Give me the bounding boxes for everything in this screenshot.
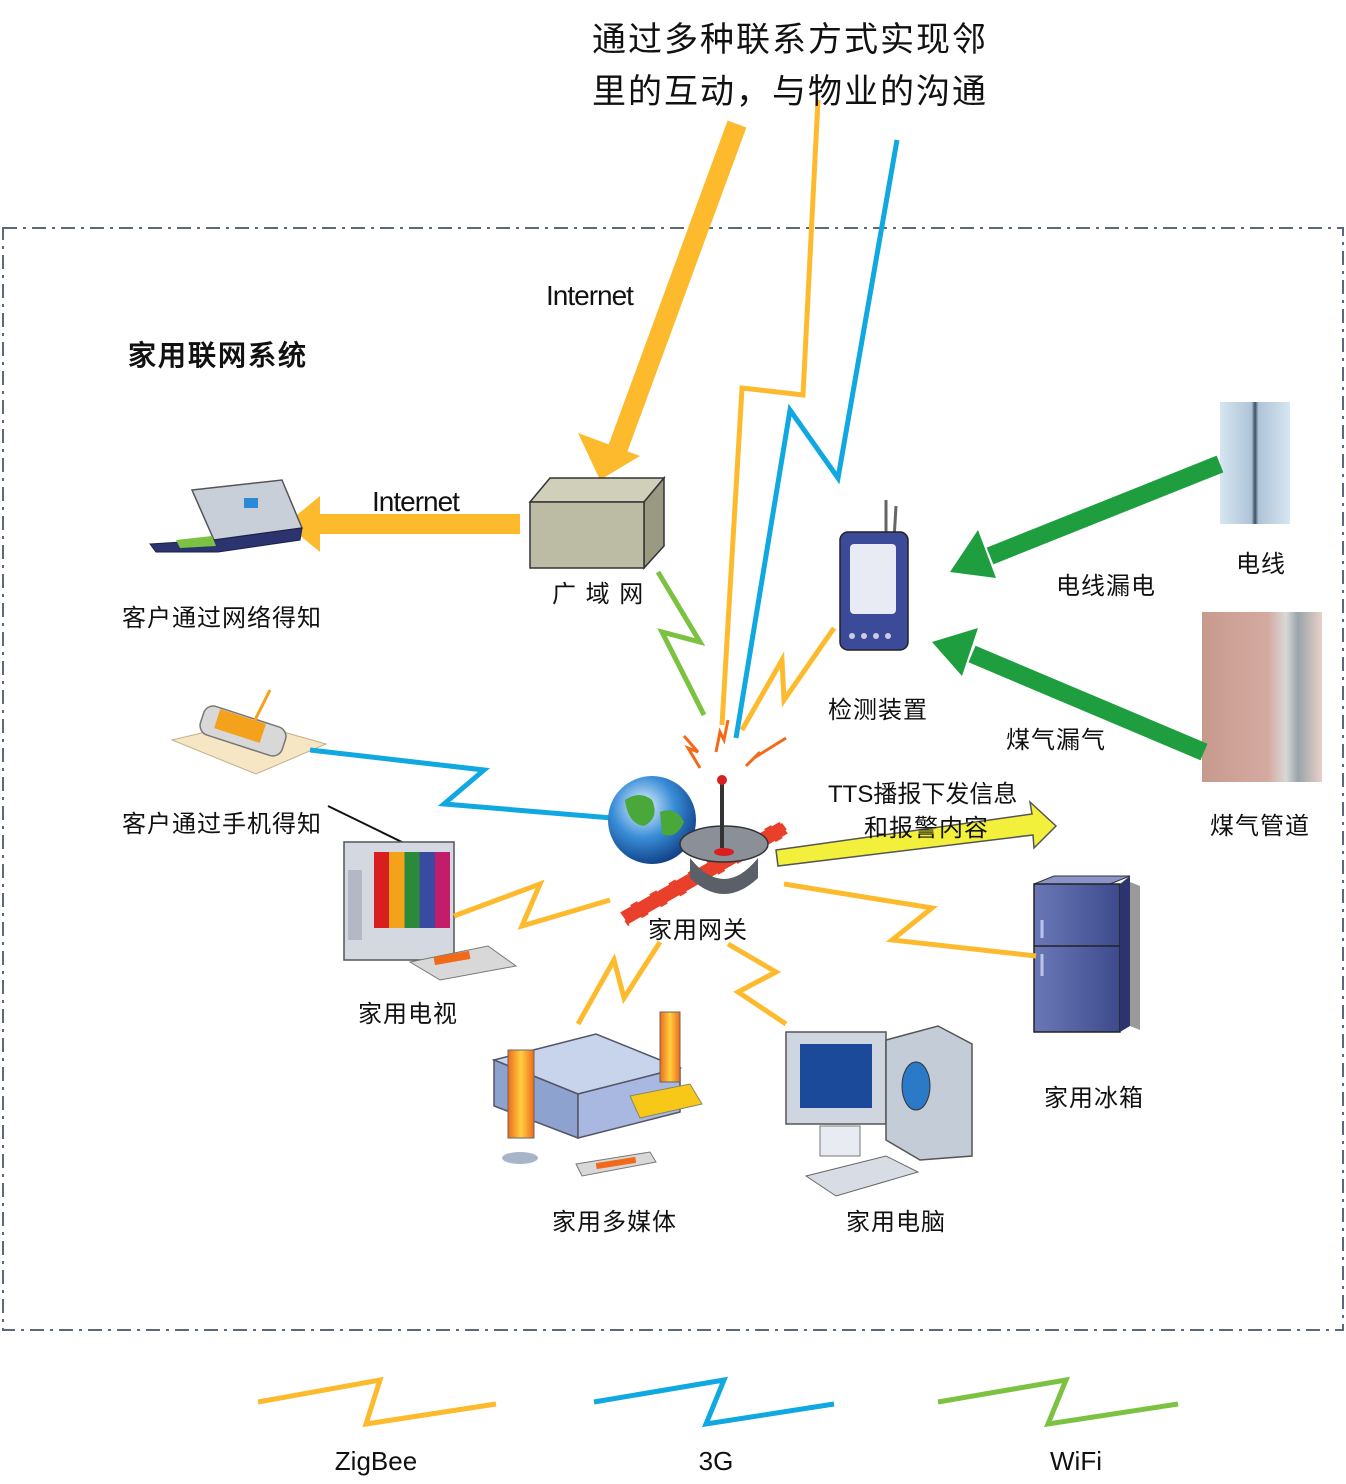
internet-arrow-top [578,120,747,480]
tv-label: 家用电视 [358,1000,458,1028]
multimedia-label: 家用多媒体 [552,1208,677,1236]
legend-threeg-label: 3G [698,1446,734,1476]
wan-label: 广 域 网 [552,580,645,608]
phone-icon [170,689,328,775]
wire-label: 电线 [1236,550,1286,578]
internet-label-left: Internet [372,486,460,517]
tv-icon [343,841,518,981]
detector-label: 检测装置 [828,696,928,724]
tts-arrow [775,799,1058,867]
zigbee-link-tv [453,879,611,930]
fridge-icon [1033,875,1140,1033]
wire-leak-arrow [950,455,1224,578]
wan-box-icon [528,475,666,570]
fridge-label: 家用冰箱 [1044,1084,1144,1112]
tts-label-line-1: TTS播报下发信息 [828,781,1018,808]
threeg-link-title [733,139,900,739]
laptop-client-label: 客户通过网络得知 [122,604,322,632]
tv-antenna-line [327,805,409,846]
multimedia-icon [491,1011,703,1177]
tts-label-line-2: 和报警内容 [864,814,989,842]
legend-zigbee-line [257,1376,497,1428]
threeg-link-phone [309,747,613,821]
zigbee-link-multimedia [575,940,663,1026]
zigbee-link-fridge [783,881,1037,959]
gateway-label: 家用网关 [648,916,748,944]
legend-threeg-line [593,1376,835,1428]
wire-leak-label: 电线漏电 [1056,572,1156,600]
legend-wifi-line [937,1376,1179,1428]
legend-zigbee-label: ZigBee [334,1446,418,1476]
diagram-title: 通过多种联系方式实现邻 里的互动，与物业的沟通 [560,14,1020,118]
gas-pipe-icon [1202,612,1322,782]
gas-leak-label: 煤气漏气 [1006,726,1106,754]
phone-client-label: 客户通过手机得知 [122,810,322,838]
internet-arrow-left [286,496,520,552]
zigbee-link-detector [739,626,837,732]
system-frame [2,227,1344,1331]
title-line-2: 里的互动，与物业的沟通 [592,72,988,112]
laptop-icon [149,479,304,553]
title-line-1: 通过多种联系方式实现邻 [592,20,988,60]
legend-wifi-label: WiFi [1050,1446,1102,1476]
detector-icon [839,500,909,651]
wifi-link-wan [655,570,707,717]
internet-label-top: Internet [546,280,634,311]
zigbee-link-title [719,99,821,726]
wire-icon [1220,402,1290,524]
gas-leak-arrow [932,628,1208,761]
system-label: 家用联网系统 [128,339,309,372]
zigbee-link-pc [726,941,788,1027]
gas-pipe-label: 煤气管道 [1210,812,1310,840]
gateway-icon [608,719,793,928]
pc-label: 家用电脑 [846,1208,946,1236]
pc-icon [785,1025,973,1197]
